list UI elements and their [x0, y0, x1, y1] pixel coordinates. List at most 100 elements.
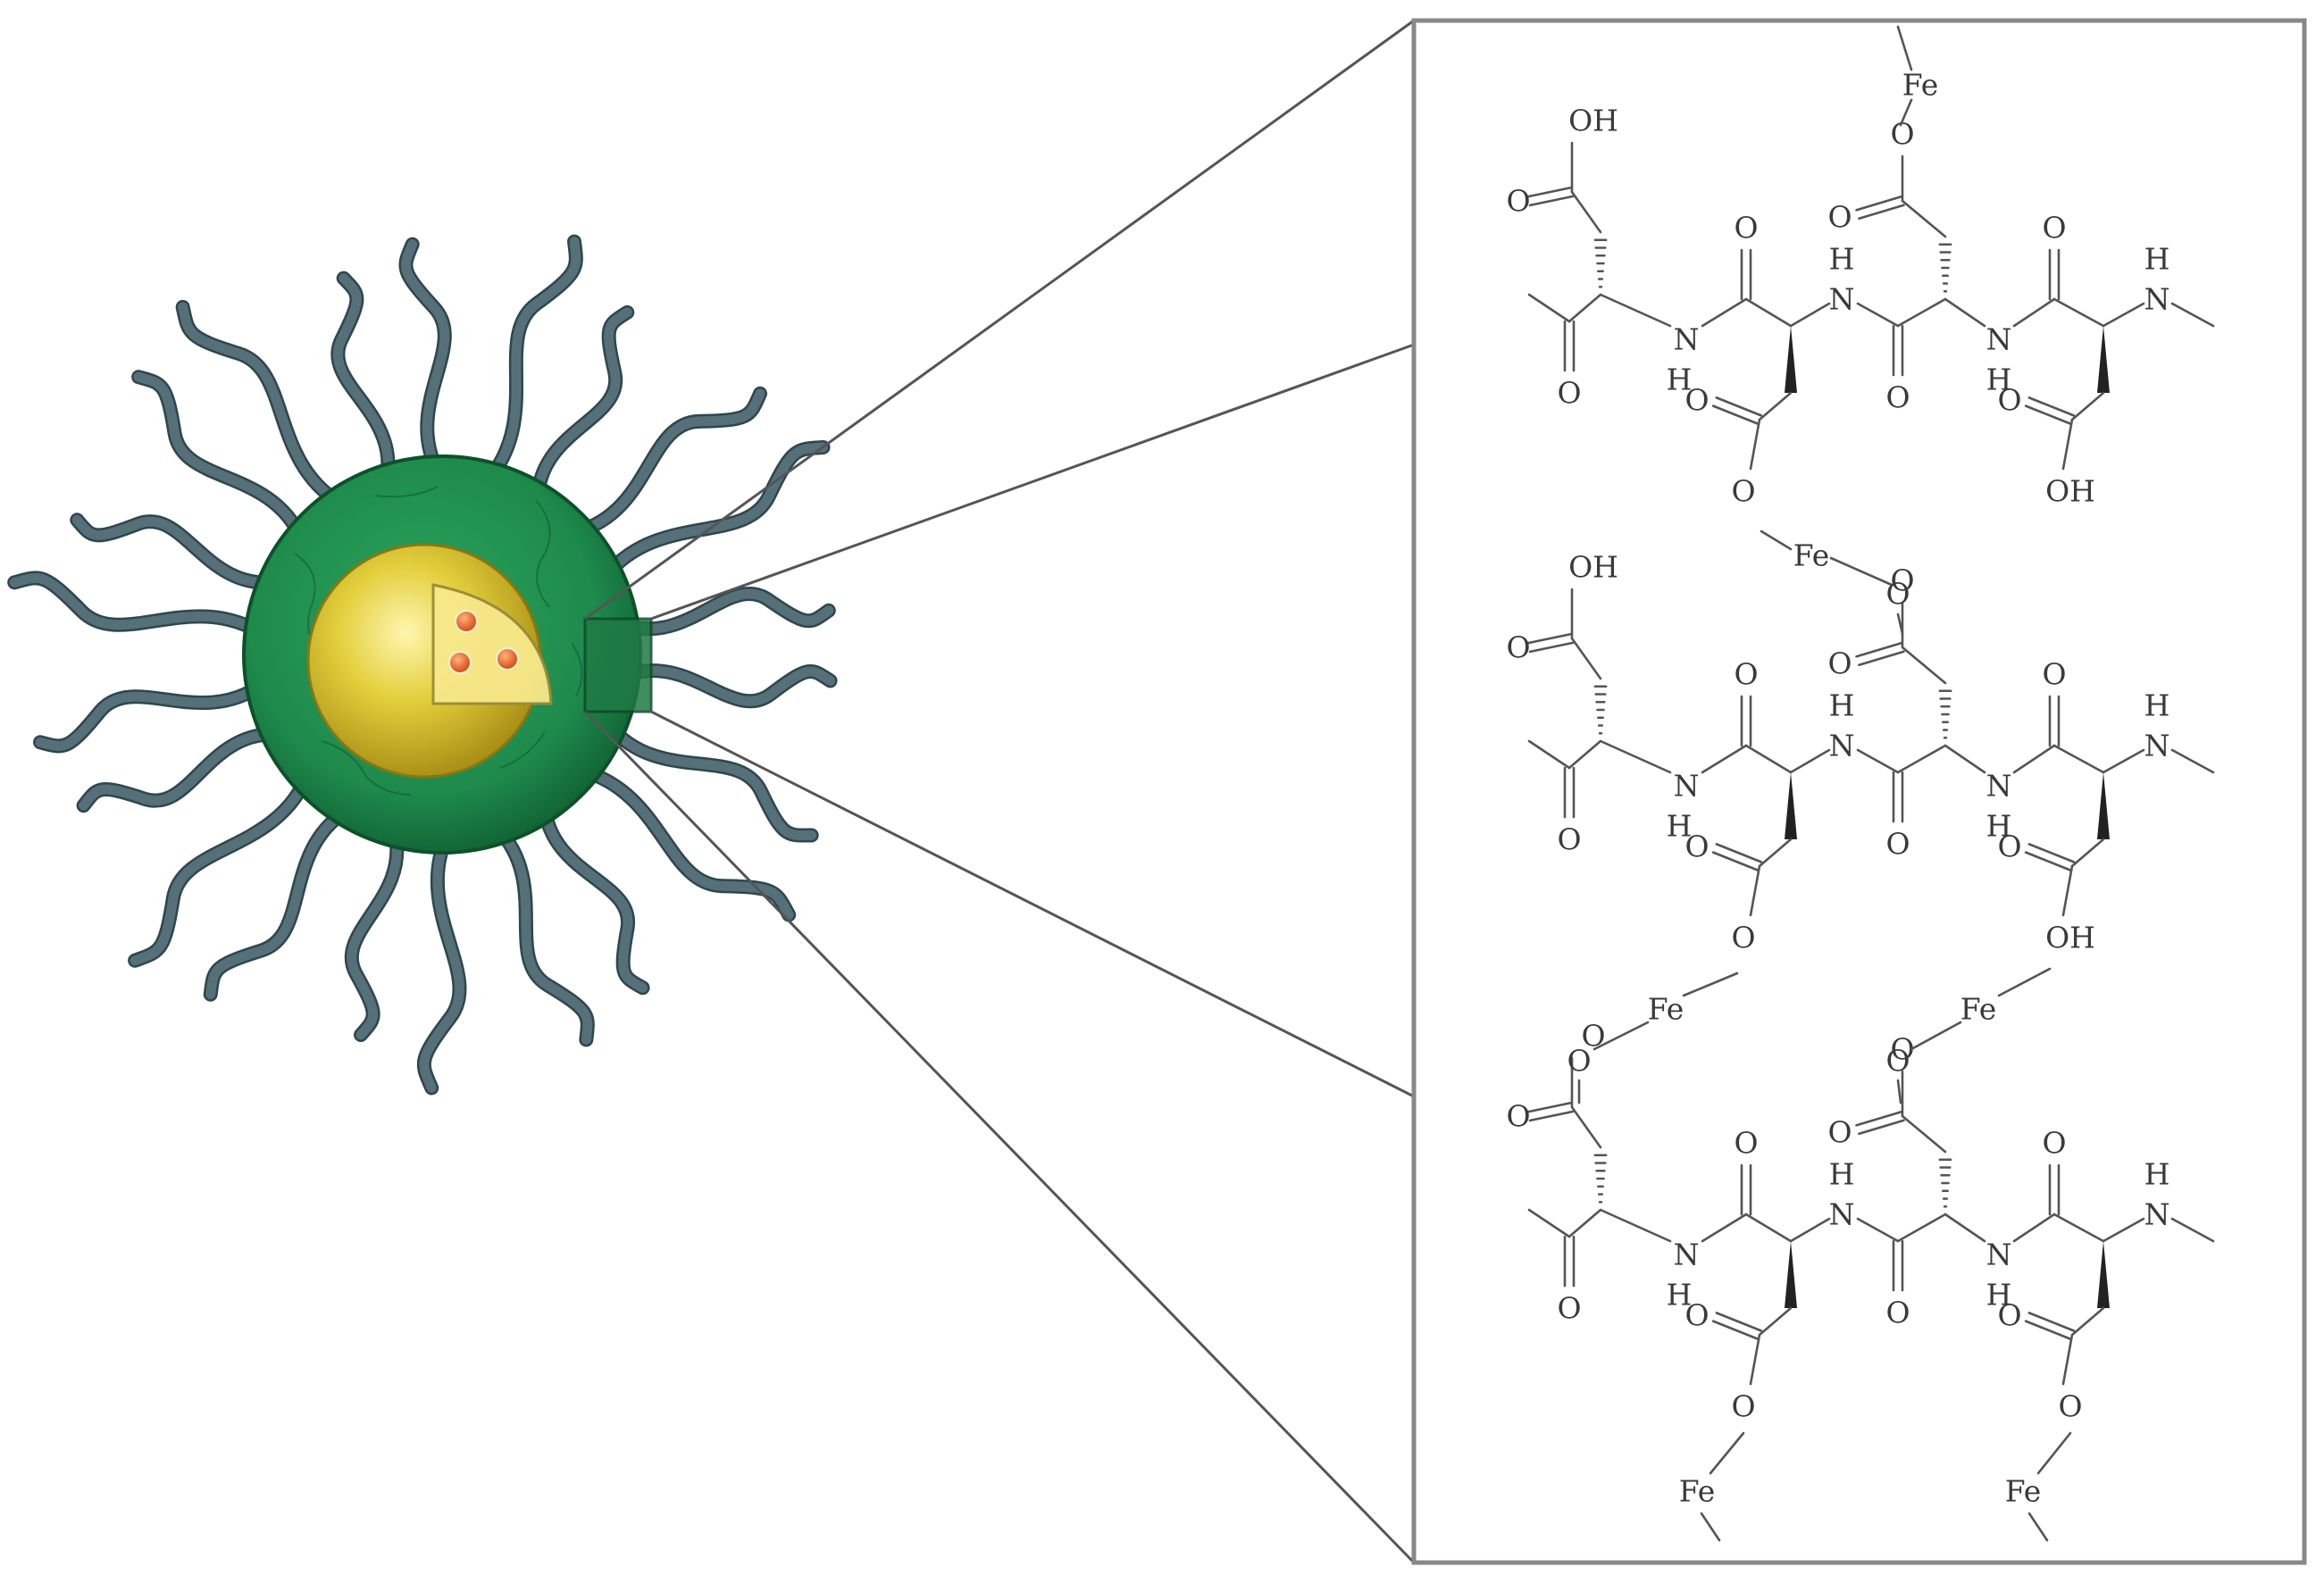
double-bond	[2024, 404, 2072, 425]
iron-center: Fe	[1793, 538, 1830, 573]
bond	[1682, 971, 1739, 997]
bond	[1749, 864, 1761, 917]
bond	[1829, 556, 1893, 587]
bond	[1599, 1208, 1672, 1243]
carbonyl-oxygen: O	[2042, 1126, 2066, 1161]
bond	[1744, 297, 1793, 328]
bond	[1749, 418, 1761, 471]
drug-dot	[448, 651, 472, 674]
double-bond	[1715, 843, 1763, 863]
peg-chain	[578, 766, 794, 921]
amide-hydrogen: H	[2144, 688, 2170, 723]
double-bond	[1528, 641, 1575, 654]
double-bond	[2024, 851, 2072, 871]
amide-hydrogen: H	[1986, 809, 2012, 844]
double-bond	[1711, 1320, 1760, 1340]
bond	[1901, 1114, 1947, 1154]
double-bond	[1715, 396, 1763, 417]
peg-chain	[617, 588, 834, 634]
bond	[1944, 297, 1986, 328]
peg-chains	[7, 234, 838, 1096]
carbonyl-oxygen: O	[1557, 1291, 1581, 1326]
double-bond	[1858, 650, 1905, 667]
iron-center: Fe	[1679, 1474, 1716, 1509]
carboxylate-oxygen: O	[1731, 1389, 1755, 1424]
bond	[1758, 391, 1793, 421]
carbonyl-oxygen: O	[1827, 1115, 1852, 1150]
bond	[2070, 838, 2105, 868]
bond	[1701, 744, 1748, 774]
bond	[1758, 1306, 1793, 1337]
amide-nitrogen: N	[2144, 282, 2170, 317]
zoom-line	[583, 710, 1416, 1564]
carbonyl-oxygen: O	[1506, 1099, 1530, 1134]
carbonyl-oxygen: O	[1557, 376, 1581, 411]
carbonyl-oxygen: O	[1506, 630, 1530, 665]
carboxylate-oxygen: O	[1731, 921, 1755, 955]
bond	[1896, 613, 1904, 636]
carboxyl-hydroxyl: OH	[2045, 474, 2095, 509]
carbonyl-oxygen: O	[2042, 211, 2066, 246]
peg-chain	[599, 440, 831, 582]
carboxylate-oxygen: O	[1581, 1019, 1605, 1054]
bond	[2170, 748, 2215, 774]
carbonyl-oxygen: O	[1734, 657, 1758, 692]
double-bond	[2027, 843, 2076, 863]
zoom-lines	[583, 19, 1416, 1564]
peg-chain	[400, 239, 450, 477]
drug-dot	[455, 610, 478, 633]
bond	[1744, 744, 1793, 774]
bond	[1570, 637, 1602, 680]
bond	[1910, 1021, 1962, 1051]
zoom-line	[650, 343, 1415, 621]
peg-chain	[573, 388, 765, 537]
bond	[2170, 302, 2215, 328]
bond	[2052, 297, 2105, 328]
bond	[1701, 297, 1748, 328]
bond	[1749, 1333, 1761, 1386]
peg-chain	[35, 679, 267, 751]
peg-chain	[79, 729, 283, 811]
bond	[1944, 1213, 1986, 1243]
double-bond	[1711, 404, 1760, 425]
peg-chain	[332, 273, 393, 486]
peg-chain	[539, 801, 648, 993]
drug-dot	[496, 647, 519, 671]
polyaspartate-fe-structure: ONHOOHOOONHOOONHOOOHNHONHOOHOOONHOOONHOO…	[1506, 25, 2215, 1542]
wedge-bond	[1785, 1241, 1797, 1308]
bond	[1570, 190, 1602, 234]
carbonyl-oxygen: O	[1684, 830, 1709, 864]
iron-center: Fe	[1960, 992, 1997, 1027]
bond	[1599, 293, 1672, 328]
peg-chain	[601, 442, 829, 580]
bond	[1789, 302, 1831, 328]
carboxyl-hydroxyl: OH	[2045, 921, 2095, 955]
peg-chain	[619, 665, 836, 706]
bond	[1567, 293, 1602, 323]
peg-chain	[205, 805, 352, 1000]
wedge-bond	[2097, 1241, 2110, 1308]
peg-chain	[133, 371, 306, 543]
bond	[1901, 199, 1947, 238]
amide-nitrogen: N	[1986, 322, 2012, 357]
bond	[1758, 838, 1793, 868]
carbonyl-oxygen: O	[1997, 1298, 2021, 1333]
carbonyl-oxygen: O	[1506, 184, 1530, 219]
zoom-line	[584, 19, 1415, 621]
carbonyl-oxygen: O	[1885, 827, 1910, 862]
amide-nitrogen: N	[1674, 1238, 1700, 1272]
amide-nitrogen: N	[1829, 1197, 1855, 1232]
double-bond	[1526, 632, 1573, 645]
peg-chain	[419, 832, 464, 1093]
wedge-bond	[2097, 326, 2110, 393]
amide-hydrogen: H	[1986, 1278, 2012, 1313]
amide-hydrogen: H	[1667, 363, 1693, 397]
iron-center: Fe	[2005, 1474, 2042, 1509]
bond	[1856, 748, 1900, 774]
double-bond	[2027, 396, 2076, 417]
carboxylate-oxygen: O	[1885, 1044, 1910, 1079]
carbonyl-oxygen: O	[2042, 657, 2066, 692]
double-bond	[1526, 186, 1573, 198]
bond	[1856, 302, 1900, 328]
bond	[1593, 1021, 1650, 1051]
